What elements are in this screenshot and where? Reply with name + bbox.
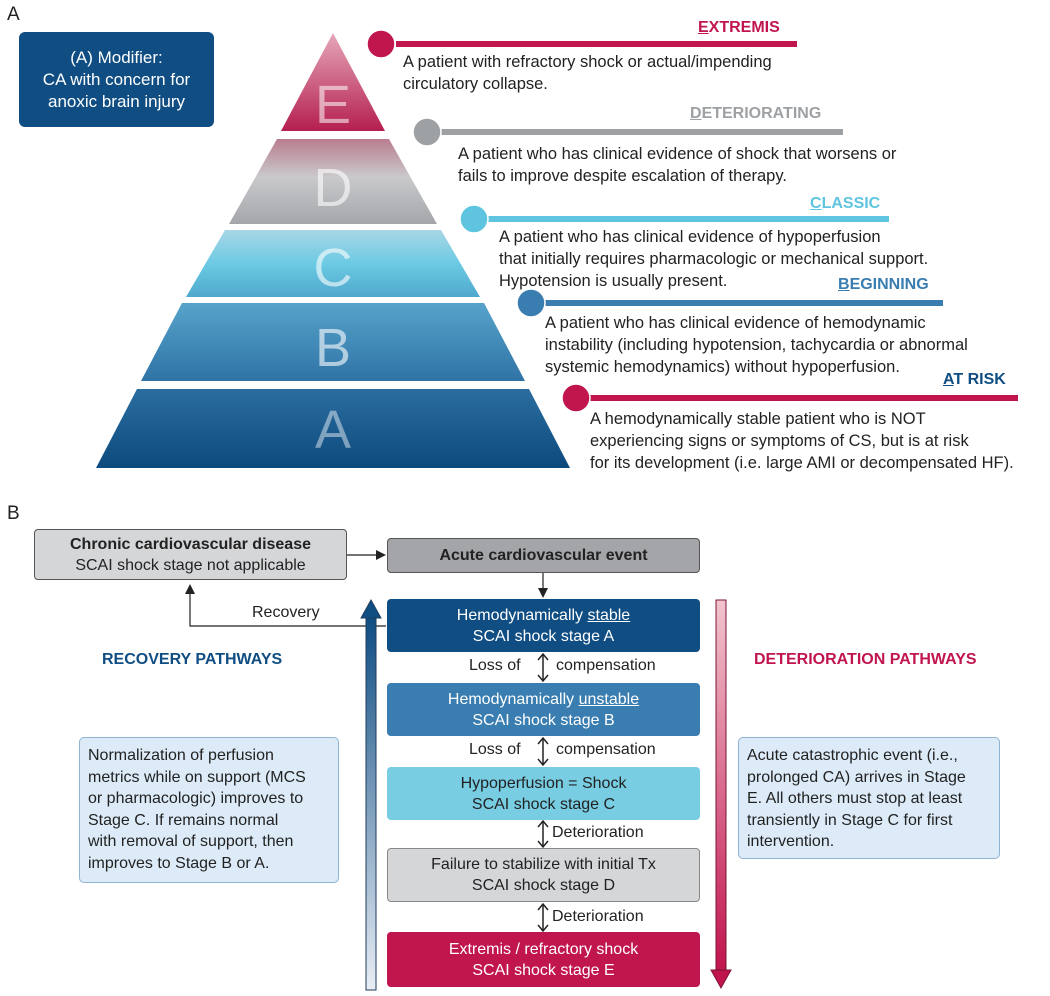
transition-bc-right: compensation <box>556 741 656 758</box>
stage-b-line-2: SCAI shock stage B <box>472 711 615 729</box>
recovery-label: Recovery <box>252 604 320 621</box>
deterioration-info-box: Acute catastrophic event (i.e., prolonge… <box>738 737 1000 859</box>
stage-title-classic: CLASSIC <box>810 195 881 212</box>
transition-ab-right: compensation <box>556 657 656 674</box>
stage-c-box: Hypoperfusion = Shock SCAI shock stage C <box>387 767 700 820</box>
stage-desc-extremis: A patient with refractory shock or actua… <box>403 53 772 93</box>
pyramid-level-a <box>96 389 570 468</box>
transition-bc-left: Loss of <box>469 741 521 758</box>
recovery-pathway-arrow <box>360 598 382 991</box>
chronic-title: Chronic cardiovascular disease <box>70 535 311 553</box>
pyramid-letter-e: E <box>315 75 351 135</box>
extremis-dot <box>366 29 396 59</box>
pyramid-level-e <box>281 33 385 131</box>
modifier-line-3: anoxic brain injury <box>47 91 185 111</box>
stage-desc-beginning: A patient who has clinical evidence of h… <box>545 314 968 376</box>
pyramid-level-b <box>141 303 525 381</box>
deterioration-pathway-arrow <box>710 599 732 990</box>
stage-a-box: Hemodynamically stable SCAI shock stage … <box>387 599 700 652</box>
double-arrow-bc <box>537 736 549 767</box>
stage-e-line-1: Extremis / refractory shock <box>448 940 639 958</box>
acute-title: Acute cardiovascular event <box>439 547 648 564</box>
stage-title-at-risk: AT RISK <box>943 371 1006 388</box>
classic-dot <box>459 204 489 234</box>
double-arrow-de <box>537 902 549 933</box>
double-arrow-ab <box>537 652 549 683</box>
acute-event-box: Acute cardiovascular event <box>387 538 700 573</box>
panel-a-label: A <box>7 4 20 25</box>
stage-b-box: Hemodynamically unstable SCAI shock stag… <box>387 683 700 736</box>
stage-desc-classic: A patient who has clinical evidence of h… <box>499 228 929 290</box>
beginning-dot <box>516 288 546 318</box>
recovery-pathways-title: RECOVERY PATHWAYS <box>102 651 283 668</box>
at-risk-dot <box>561 383 591 413</box>
stage-d-box: Failure to stabilize with initial Tx SCA… <box>387 848 700 902</box>
deteriorating-dot <box>412 117 442 147</box>
stage-e-line-2: SCAI shock stage E <box>472 961 615 979</box>
pyramid-letter-d: D <box>314 158 353 218</box>
modifier-line-2: CA with concern for <box>42 69 191 89</box>
pyramid-level-d <box>229 139 437 224</box>
stage-desc-at-risk: A hemodynamically stable patient who is … <box>590 410 1014 472</box>
pyramid-letter-b: B <box>315 318 351 378</box>
flow-connectors <box>185 550 732 991</box>
stage-d-line-1: Failure to stabilize with initial Tx <box>431 856 656 873</box>
stage-a-line-2: SCAI shock stage A <box>472 627 615 645</box>
transition-cd-right: Deterioration <box>552 824 644 841</box>
stage-title-extremis: EXTREMIS <box>698 19 780 36</box>
transition-de-right: Deterioration <box>552 908 644 925</box>
pyramid-letter-a: A <box>315 400 351 460</box>
pyramid-letter-c: C <box>314 238 353 298</box>
stage-c-line-1: Hypoperfusion = Shock <box>460 774 627 792</box>
stage-title-beginning: BEGINNING <box>838 276 929 293</box>
stage-b-line-1: Hemodynamically unstable <box>447 690 640 708</box>
panel-b-label: B <box>7 503 20 524</box>
stage-e-box: Extremis / refractory shock SCAI shock s… <box>387 932 700 987</box>
stage-d-line-2: SCAI shock stage D <box>471 877 616 894</box>
stage-c-line-2: SCAI shock stage C <box>471 795 616 813</box>
stage-title-deteriorating: DETERIORATING <box>690 105 822 122</box>
pyramid-graphic: E D C B A <box>96 29 1018 468</box>
stage-desc-deteriorating: A patient who has clinical evidence of s… <box>458 145 897 185</box>
modifier-box: (A) Modifier: CA with concern for anoxic… <box>19 32 214 127</box>
recovery-line <box>185 584 386 627</box>
chronic-subtitle: SCAI shock stage not applicable <box>75 556 306 574</box>
recovery-info-box: Normalization of perfusion metrics while… <box>79 737 339 883</box>
deterioration-pathways-title: DETERIORATION PATHWAYS <box>754 651 977 668</box>
modifier-line-1: (A) Modifier: <box>70 47 163 67</box>
transition-ab-left: Loss of <box>469 657 521 674</box>
double-arrow-cd <box>537 819 549 849</box>
pyramid-level-c <box>186 230 480 297</box>
chronic-disease-box: Chronic cardiovascular disease SCAI shoc… <box>34 529 347 580</box>
stage-a-line-1: Hemodynamically stable <box>456 606 631 624</box>
